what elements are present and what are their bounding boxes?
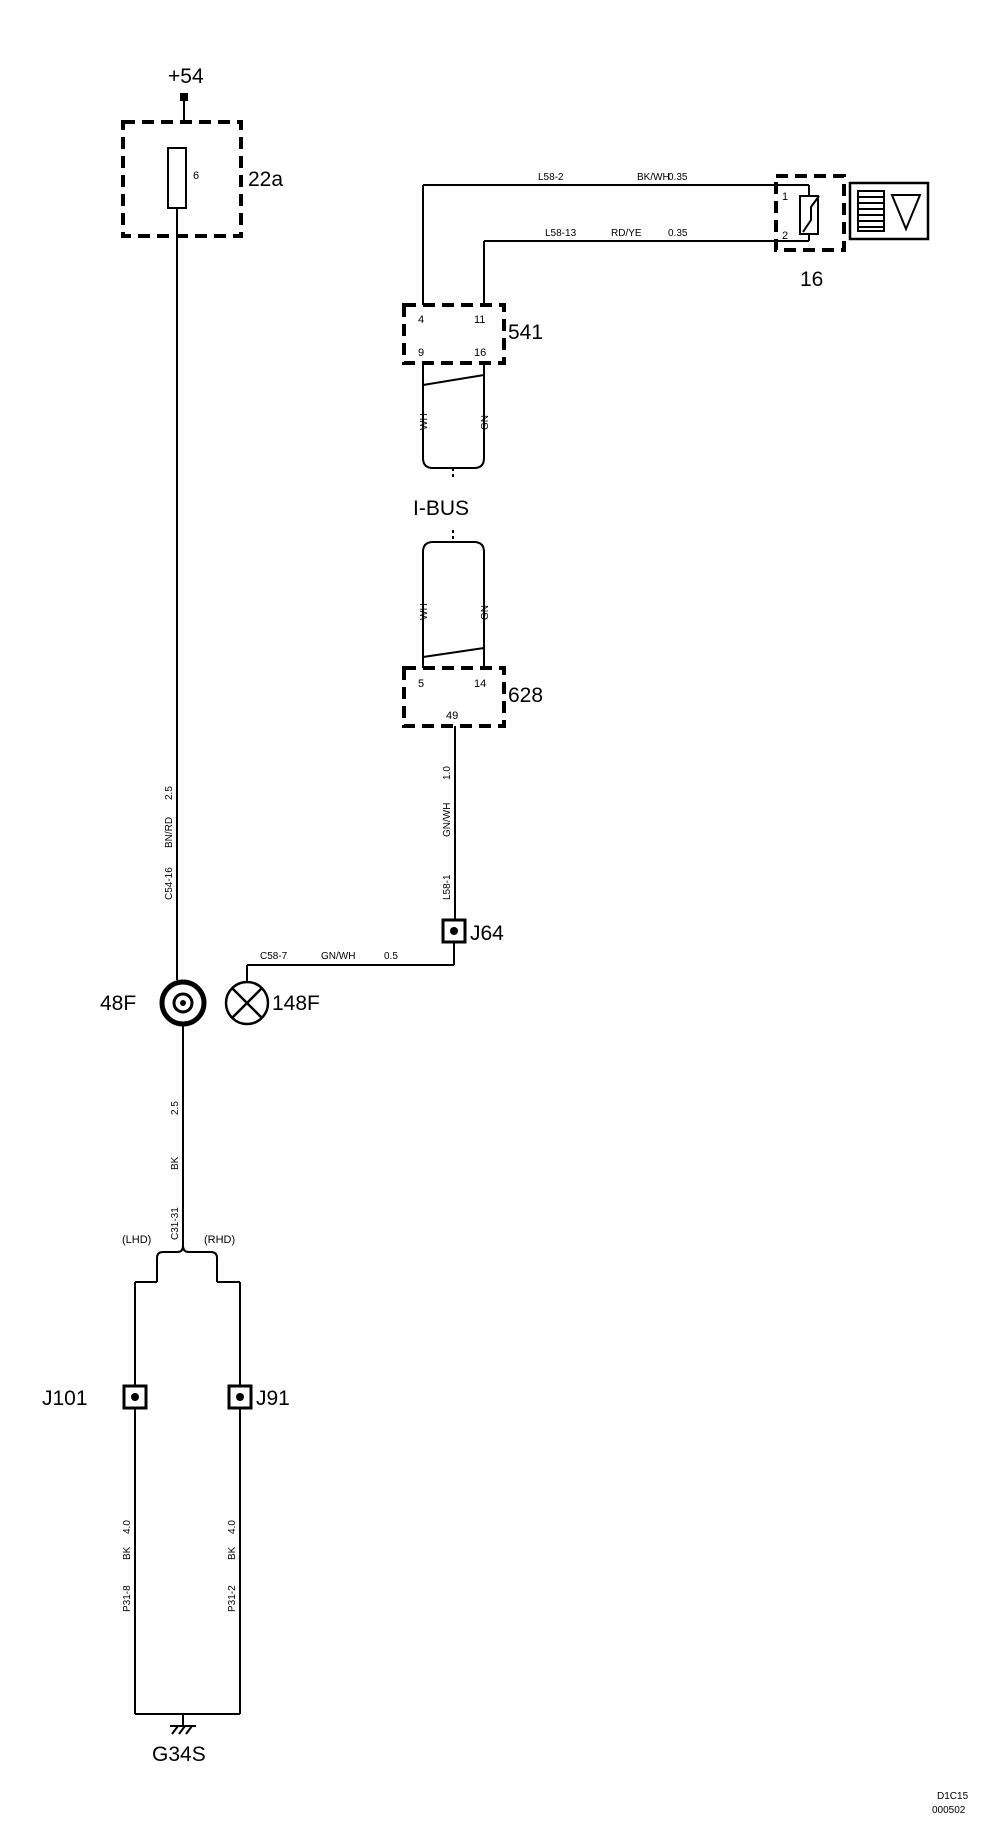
supply-label: +54 <box>168 65 204 88</box>
bus-wire-a-label-upper: WH <box>419 413 430 430</box>
svg-text:BK: BK <box>227 1546 238 1560</box>
connector-box-628 <box>402 666 506 728</box>
connector-628-pin-14: 14 <box>474 678 486 690</box>
bus-brace-upper <box>422 457 485 469</box>
svg-text:0.35: 0.35 <box>668 172 688 183</box>
variant-rhd: (RHD) <box>204 1234 235 1246</box>
svg-text:2.5: 2.5 <box>170 1101 181 1115</box>
variant-brace <box>156 1245 218 1268</box>
sensor-pin-1: 1 <box>782 191 788 203</box>
svg-text:C58-7: C58-7 <box>260 951 288 962</box>
svg-text:2.5: 2.5 <box>164 786 175 800</box>
wire-label-p31-8: P31-8 BK 4.0 <box>122 1520 133 1612</box>
fuse-symbol <box>167 147 187 209</box>
svg-text:1.0: 1.0 <box>442 766 453 780</box>
svg-text:0.5: 0.5 <box>384 951 398 962</box>
bus-wire-a-label-lower: WH <box>419 603 430 620</box>
connector-541-id: 541 <box>508 321 543 344</box>
svg-text:GN/WH: GN/WH <box>442 803 453 837</box>
lamp-148f-icon <box>224 980 270 1026</box>
splice-j91-label: J91 <box>256 1387 290 1410</box>
svg-text:0.35: 0.35 <box>668 228 688 239</box>
svg-text:P31-2: P31-2 <box>227 1585 238 1612</box>
wire-label-l58-13: L58-13 RD/YE 0.35 <box>545 228 688 239</box>
ground-label: G34S <box>152 1743 206 1766</box>
wire-label-c31-31: C31-31 BK 2.5 <box>170 1101 181 1240</box>
splice-j101-label: J101 <box>42 1387 88 1410</box>
connector-541-pin-11: 11 <box>474 314 485 326</box>
bus-wire-b-label-upper: GN <box>480 415 491 430</box>
bus-brace-lower <box>422 541 485 553</box>
connector-541-pin-9: 9 <box>418 347 424 359</box>
wire-label-p31-2: P31-2 BK 4.0 <box>227 1520 238 1612</box>
fuse-box-22a <box>121 120 243 238</box>
svg-text:L58-13: L58-13 <box>545 228 577 239</box>
svg-text:BN/RD: BN/RD <box>164 817 175 848</box>
svg-text:BK/WH: BK/WH <box>637 172 670 183</box>
svg-text:L58-1: L58-1 <box>442 874 453 900</box>
connector-541-pin-4: 4 <box>418 314 424 326</box>
sensor-id: 16 <box>800 268 823 291</box>
variant-lhd: (LHD) <box>122 1234 151 1246</box>
svg-text:GN/WH: GN/WH <box>321 951 355 962</box>
twist-marker-upper <box>422 374 485 386</box>
sensor-box-16 <box>774 174 846 252</box>
connector-628-pin-49: 49 <box>446 710 458 722</box>
svg-text:RD/YE: RD/YE <box>611 228 642 239</box>
wire-label-c58-7: C58-7 GN/WH 0.5 <box>260 951 398 962</box>
svg-text:L58-2: L58-2 <box>538 172 564 183</box>
ground-icon <box>170 1714 196 1735</box>
temperature-gauge-icon <box>848 181 930 241</box>
connector-628-pin-5: 5 <box>418 678 424 690</box>
svg-text:BK: BK <box>122 1546 133 1560</box>
connector-541-pin-16: 16 <box>474 347 486 359</box>
component-148f-label: 148F <box>272 992 320 1015</box>
fuse-id: 22a <box>248 168 283 191</box>
connector-628-id: 628 <box>508 684 543 707</box>
reference-code-1: D1C15 <box>937 1791 969 1802</box>
component-48f-label: 48F <box>100 992 136 1015</box>
svg-text:4.0: 4.0 <box>227 1520 238 1534</box>
reference-code-2: 000502 <box>932 1805 966 1816</box>
wire-label-c54-16: C54-16 BN/RD 2.5 <box>164 786 175 900</box>
sensor-pin-2: 2 <box>782 230 788 242</box>
bus-label: I-BUS <box>413 497 469 520</box>
svg-text:4.0: 4.0 <box>122 1520 133 1534</box>
svg-text:C54-16: C54-16 <box>164 867 175 900</box>
wire-label-l58-2: L58-2 BK/WH 0.35 <box>538 172 688 183</box>
splice-j64-label: J64 <box>470 922 504 945</box>
supply-terminal <box>180 93 188 101</box>
connector-box-541 <box>402 303 506 365</box>
svg-text:C31-31: C31-31 <box>170 1207 181 1240</box>
svg-text:P31-8: P31-8 <box>122 1585 133 1612</box>
twist-marker-lower <box>422 647 485 658</box>
svg-text:BK: BK <box>170 1156 181 1170</box>
sensor-variable-line <box>802 195 820 233</box>
wire-label-l58-1: L58-1 GN/WH 1.0 <box>442 766 453 900</box>
fuse-number: 6 <box>193 170 199 182</box>
bus-wire-b-label-lower: GN <box>480 605 491 620</box>
